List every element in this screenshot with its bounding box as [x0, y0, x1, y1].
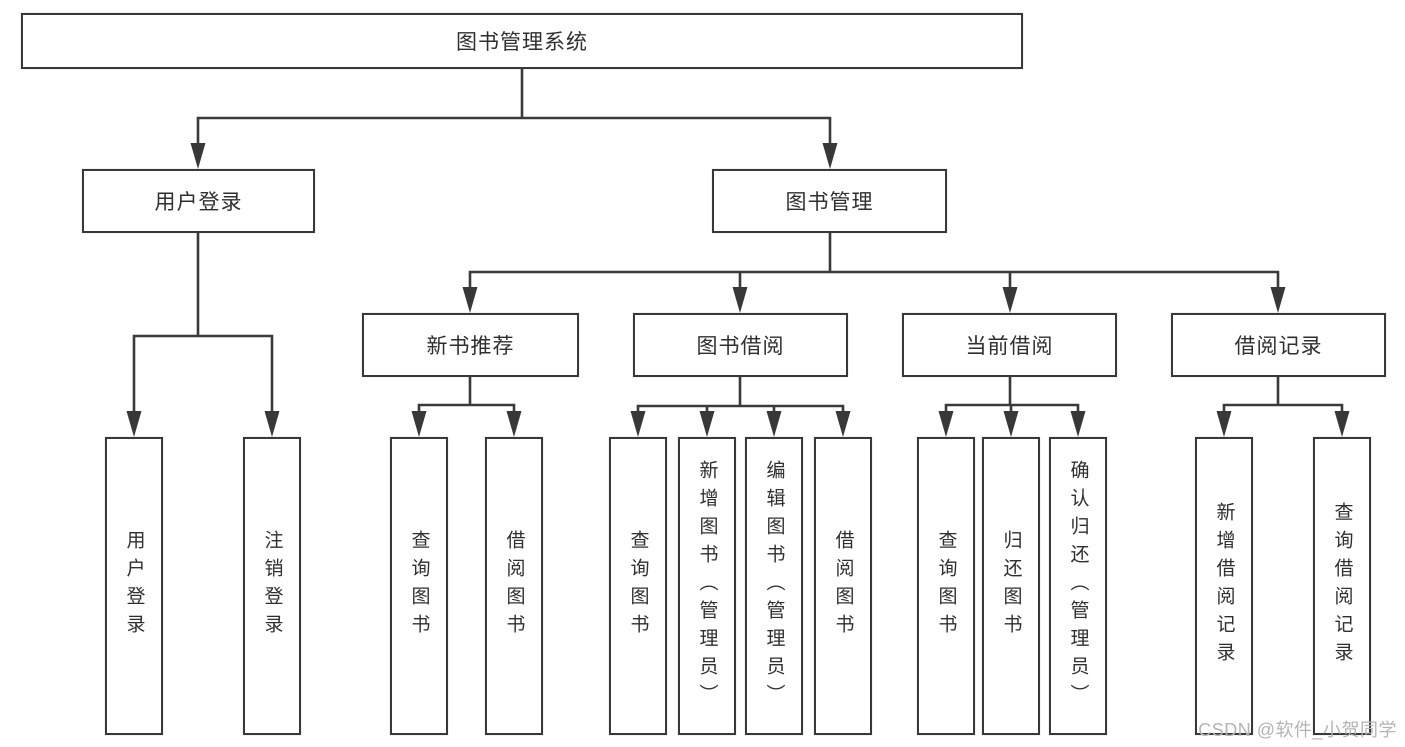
node-root: 图书管理系统: [21, 13, 1023, 69]
leaf-label: 用户登录: [123, 530, 145, 642]
leaf-label: 注销登录: [261, 530, 283, 642]
node-book-borrowing: 图书借阅: [633, 313, 848, 377]
leaf-return-books: 归还图书: [982, 437, 1040, 735]
leaf-add-books-admin: 新增图书（管理员）: [678, 437, 736, 735]
node-new-book-recommend: 新书推荐: [362, 313, 579, 377]
node-user-login: 用户登录: [82, 169, 315, 233]
leaf-label: 归还图书: [1000, 530, 1022, 642]
leaf-label: 确认归还（管理员）: [1067, 460, 1089, 712]
leaf-label: 查询图书: [408, 530, 430, 642]
watermark: CSDN @软件_小贺同学: [1198, 720, 1397, 740]
leaf-confirm-return-admin: 确认归还（管理员）: [1049, 437, 1107, 735]
node-book-management: 图书管理: [712, 169, 947, 233]
leaf-borrow-books-2: 借阅图书: [814, 437, 872, 735]
leaf-label: 查询借阅记录: [1331, 502, 1353, 670]
leaf-query-borrow-record: 查询借阅记录: [1313, 437, 1371, 735]
leaf-query-books-1: 查询图书: [390, 437, 448, 735]
leaf-label: 编辑图书（管理员）: [763, 460, 785, 712]
leaf-query-books-3: 查询图书: [917, 437, 975, 735]
leaf-label: 新增借阅记录: [1213, 502, 1235, 670]
leaf-label: 借阅图书: [503, 530, 525, 642]
leaf-logout: 注销登录: [243, 437, 301, 735]
leaf-user-login: 用户登录: [105, 437, 163, 735]
leaf-add-borrow-record: 新增借阅记录: [1195, 437, 1253, 735]
leaf-label: 查询图书: [627, 530, 649, 642]
leaf-edit-books-admin: 编辑图书（管理员）: [745, 437, 803, 735]
node-current-borrowing: 当前借阅: [902, 313, 1117, 377]
leaf-borrow-books-1: 借阅图书: [485, 437, 543, 735]
leaf-label: 查询图书: [935, 530, 957, 642]
node-borrow-records: 借阅记录: [1171, 313, 1386, 377]
leaf-label: 新增图书（管理员）: [696, 460, 718, 712]
leaf-query-books-2: 查询图书: [609, 437, 667, 735]
leaf-label: 借阅图书: [832, 530, 854, 642]
